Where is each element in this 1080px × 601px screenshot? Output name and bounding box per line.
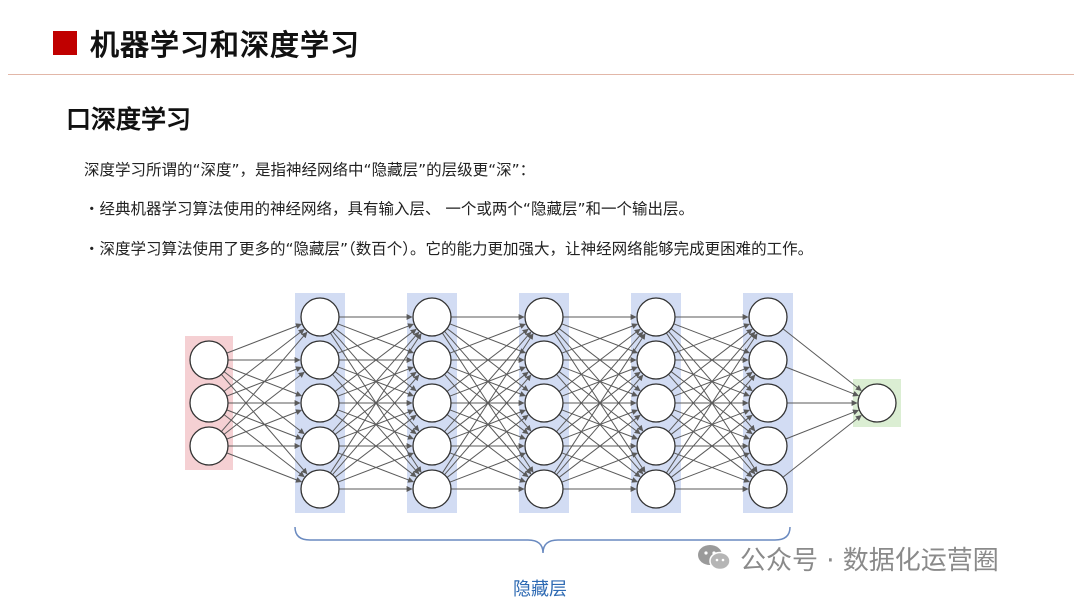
hidden-node <box>748 340 788 380</box>
section-heading: 口深度学习 <box>66 105 192 134</box>
connection-edge <box>444 331 532 432</box>
neural-network-diagram <box>185 293 901 554</box>
connection-edge <box>449 452 526 483</box>
connection-edge <box>334 328 417 392</box>
hidden-node <box>748 426 788 466</box>
connection-edge <box>673 323 750 354</box>
connection-edge <box>670 328 753 392</box>
hidden-node <box>412 469 452 509</box>
hidden-node <box>300 297 340 337</box>
hidden-node <box>524 426 564 466</box>
slide-title: 机器学习和深度学习 <box>90 28 361 62</box>
hidden-node <box>524 297 564 337</box>
hidden-node <box>300 383 340 423</box>
connection-edge <box>553 333 646 474</box>
connection-edge <box>332 331 420 432</box>
connection-edge <box>334 414 417 478</box>
hidden-node <box>748 383 788 423</box>
hidden-node <box>300 426 340 466</box>
connection-edge <box>670 414 753 478</box>
hidden-node <box>748 469 788 509</box>
bullet-classic-ml: ・经典机器学习算法使用的神经网络，具有输入层、 一个或两个“隐藏层”和一个输出层… <box>84 200 694 218</box>
connection-edge <box>668 374 756 475</box>
connection-edge <box>329 333 422 474</box>
hidden-node <box>412 340 452 380</box>
connection-edge <box>561 452 638 483</box>
hidden-node <box>300 340 340 380</box>
hidden-node <box>748 297 788 337</box>
connection-edge <box>558 328 641 392</box>
input-node <box>189 383 229 423</box>
connection-edge <box>558 414 641 478</box>
connection-edge <box>221 331 308 432</box>
connection-edge <box>785 409 859 440</box>
connection-edge <box>446 414 529 478</box>
hidden-node <box>412 383 452 423</box>
hidden-node <box>412 297 452 337</box>
hidden-node <box>636 340 676 380</box>
connection-edge <box>337 452 414 483</box>
title-accent-square <box>53 31 77 55</box>
connection-edge <box>446 328 529 392</box>
connection-edge <box>556 331 644 432</box>
connection-edge <box>226 452 302 483</box>
connection-edge <box>223 328 305 392</box>
connection-edge <box>561 323 638 354</box>
title-divider <box>8 74 1074 75</box>
connection-edge <box>226 323 302 354</box>
input-node <box>189 426 229 466</box>
hidden-layers-brace <box>294 526 791 554</box>
hidden-node <box>524 469 564 509</box>
hidden-node <box>636 426 676 466</box>
bullet-deep-learning: ・深度学习算法使用了更多的“隐藏层”（数百个）。它的能力更加强大，让神经网络能够… <box>84 240 814 258</box>
hidden-node <box>524 383 564 423</box>
connection-edge <box>785 366 859 397</box>
hidden-node <box>636 383 676 423</box>
connection-edge <box>556 374 644 475</box>
hidden-node <box>524 340 564 380</box>
hidden-node <box>300 469 340 509</box>
watermark-text: 公众号 · 数据化运营圈 <box>740 545 999 576</box>
connection-edge <box>223 371 305 435</box>
connection-edge <box>668 331 756 432</box>
hidden-node <box>636 297 676 337</box>
connection-edge <box>782 328 862 392</box>
connection-edge <box>782 414 862 478</box>
connection-edge <box>665 333 758 474</box>
hidden-layer-caption: 隐藏层 <box>513 579 567 600</box>
wechat-icon <box>698 545 731 571</box>
connection-edge <box>332 374 420 475</box>
output-node <box>857 383 897 423</box>
connection-edge <box>673 452 750 483</box>
connection-edge <box>444 374 532 475</box>
connection-edge <box>337 323 414 354</box>
hidden-node <box>412 426 452 466</box>
connection-edge <box>226 409 302 440</box>
input-node <box>189 340 229 380</box>
intro-text: 深度学习所谓的“深度”，是指神经网络中“隐藏层”的层级更“深”： <box>84 161 536 179</box>
connection-edge <box>441 333 534 474</box>
hidden-node <box>636 469 676 509</box>
connection-edge <box>449 323 526 354</box>
watermark: 公众号 · 数据化运营圈 <box>696 540 999 576</box>
